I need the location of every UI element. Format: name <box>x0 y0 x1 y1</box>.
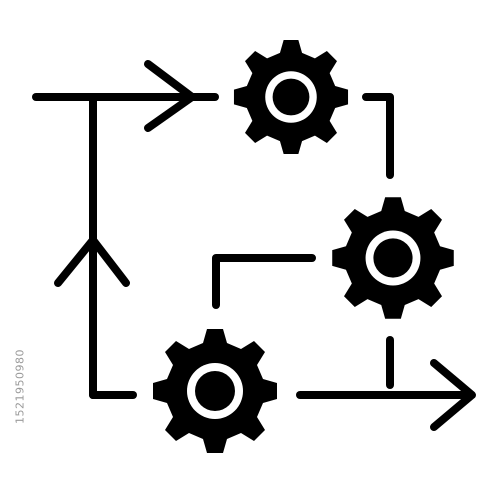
left-arrow-head <box>54 236 130 287</box>
bottom-arrow-head <box>430 359 476 431</box>
top-arrow-head <box>144 60 196 132</box>
gear2-bottom-connector <box>212 254 316 309</box>
gear1-gear2-connector <box>362 93 394 179</box>
gear-icon-middle <box>332 197 454 319</box>
gear-icon-bottom <box>153 329 277 453</box>
watermark-id: 1521950980 <box>13 349 27 424</box>
gear-icon-top <box>233 39 349 155</box>
